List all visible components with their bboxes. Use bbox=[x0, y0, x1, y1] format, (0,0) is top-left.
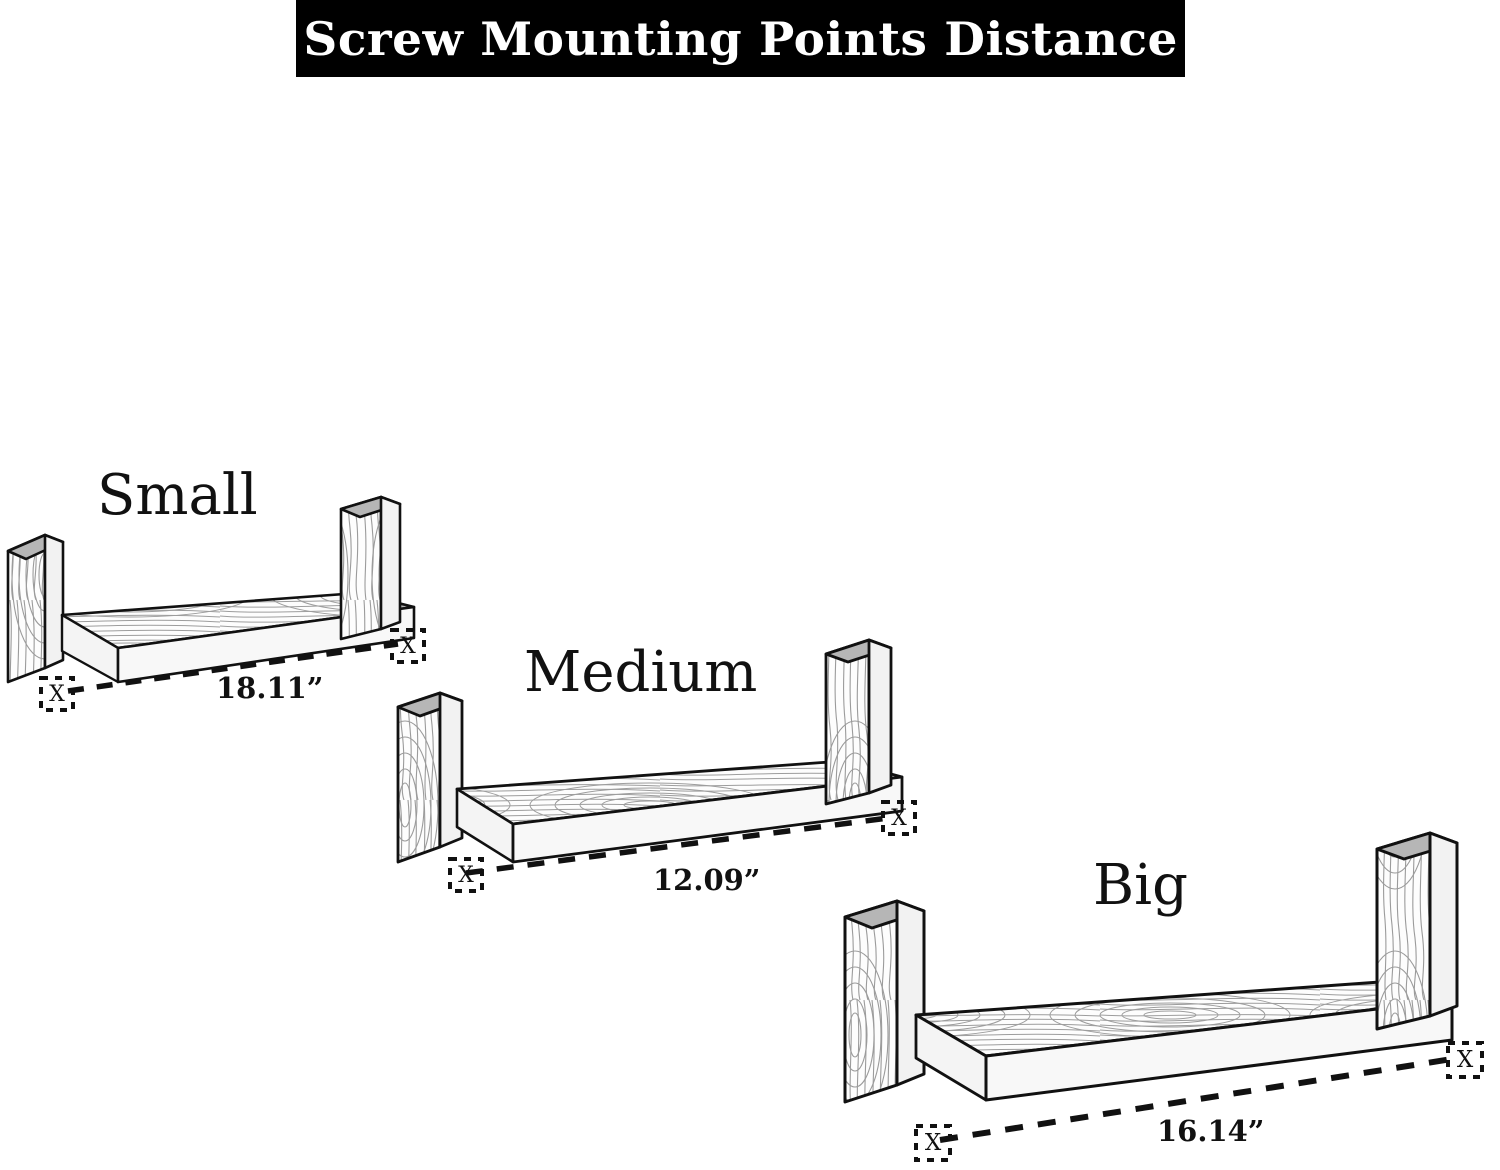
screw-marker-big-right: X bbox=[1446, 1041, 1484, 1079]
screw-marker-small-right: X bbox=[390, 628, 426, 664]
svg-text:X: X bbox=[925, 1130, 942, 1156]
svg-text:X: X bbox=[458, 863, 474, 888]
screw-marker-medium-left: X bbox=[448, 857, 484, 893]
page-title: Screw Mounting Points Distance bbox=[303, 11, 1178, 66]
shelf-label-medium: Medium bbox=[524, 640, 758, 705]
svg-text:X: X bbox=[49, 682, 65, 707]
svg-text:X: X bbox=[400, 634, 416, 659]
shelf-label-small: Small bbox=[97, 463, 258, 528]
title-banner: Screw Mounting Points Distance bbox=[296, 0, 1185, 77]
screw-marker-big-left: X bbox=[914, 1124, 952, 1162]
screw-marker-small-left: X bbox=[39, 676, 75, 712]
dimension-label-medium: 12.09” bbox=[653, 863, 761, 897]
dimension-label-big: 16.14” bbox=[1157, 1114, 1265, 1148]
screw-marker-medium-right: X bbox=[881, 800, 917, 836]
svg-text:X: X bbox=[891, 806, 907, 831]
dimension-label-small: 18.11” bbox=[216, 671, 324, 705]
svg-text:X: X bbox=[1457, 1047, 1474, 1073]
shelf-label-big: Big bbox=[1093, 853, 1188, 918]
